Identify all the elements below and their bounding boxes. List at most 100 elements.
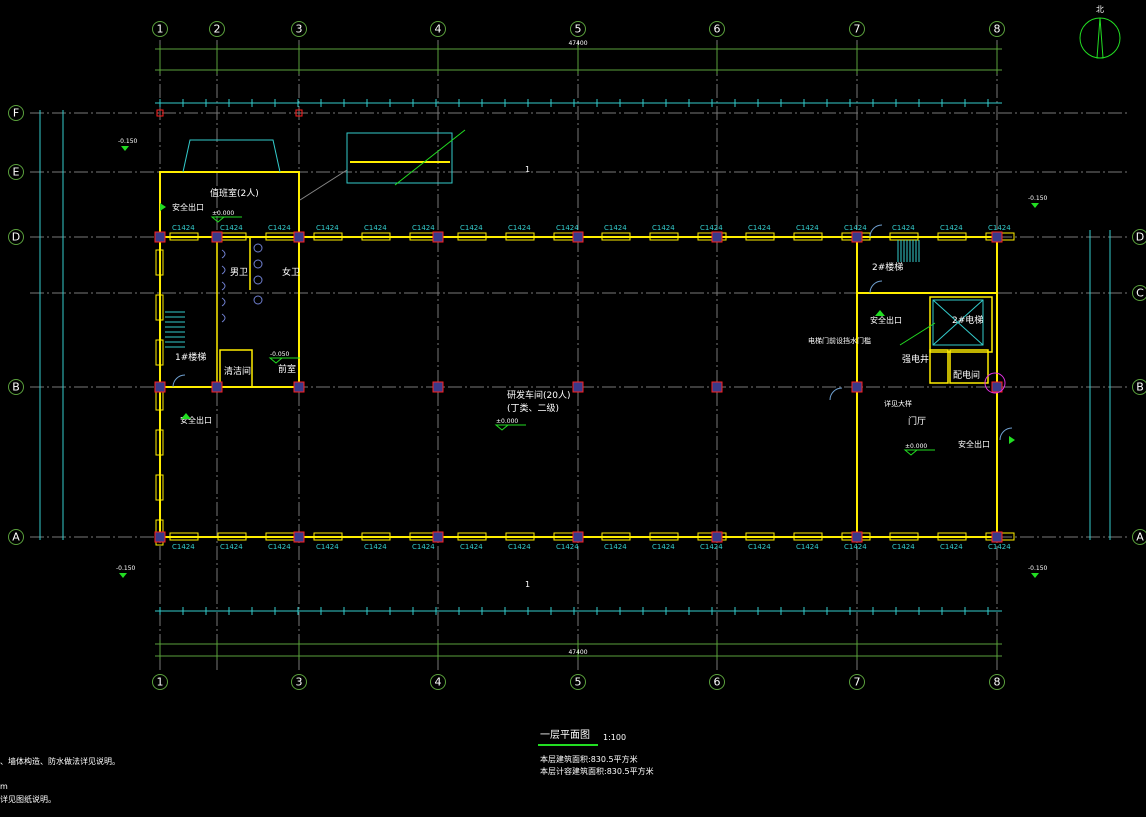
axis-label: 6 [714,23,721,36]
outside-level: -0.150 [1028,565,1048,572]
window-tag: C1424 [604,224,627,232]
room-sublabel: (丁类、二级) [507,402,559,414]
door-swing [999,427,1013,441]
room-label-11: 门厅 [908,415,926,427]
window [361,532,391,541]
axis-bubble [152,21,168,37]
structural-column [851,531,863,543]
axis-label: B [12,381,20,394]
axis-label: D [1136,231,1144,244]
axis-bubble [709,21,725,37]
axis-bubble [152,674,168,690]
structural-column [711,531,723,543]
window-tag: C1424 [364,224,387,232]
window [361,232,391,241]
room-label-9: 强电井 [902,353,929,365]
axis-bubble [291,21,307,37]
axis-bubble [989,674,1005,690]
window-tag: C1424 [220,224,243,232]
room-label-0: 值班室(2人) [210,187,259,199]
window-tag: C1424 [220,543,243,551]
axis-label: F [13,107,19,120]
window-tag: C1424 [796,224,819,232]
axis-bubble [8,529,24,545]
axis-bubble [849,21,865,37]
window [155,249,164,276]
structural-column [851,231,863,243]
annotation-note: 电梯门前设挡水门槛 [808,336,871,345]
level-triangle [268,357,284,364]
exit-label: 安全出口 [870,315,902,325]
axis-bubble [8,229,24,245]
window-tag: C1424 [556,224,579,232]
door-swing [869,224,883,238]
leader-line [899,322,936,346]
axis-label: 1 [157,23,164,36]
axis-bubble [291,674,307,690]
structural-column [432,531,444,543]
urinal-icon [221,297,226,307]
left-note: m [0,782,8,791]
axis-label: 4 [435,676,442,689]
structural-column [156,109,164,117]
window-tag: C1424 [748,543,771,551]
exit-arrow-icon [181,413,191,419]
axis-label: 5 [575,23,582,36]
door-swing [172,374,186,388]
window [155,474,164,501]
axis-bubble [570,674,586,690]
axis-bubble [1132,379,1146,395]
window-tag: C1424 [844,224,867,232]
window-tag: C1424 [172,224,195,232]
level-triangle [1031,203,1039,208]
level-triangle [1031,573,1039,578]
axis-label: B [1136,381,1144,394]
window-tag: C1424 [460,224,483,232]
axis-label: 3 [296,676,303,689]
toilet-icon [253,259,263,269]
window-tag: C1424 [940,543,963,551]
leader-line [394,129,466,186]
window-tag: C1424 [316,224,339,232]
window-tag: C1424 [652,224,675,232]
outside-level: -0.150 [1028,195,1048,202]
axis-bubble [1132,529,1146,545]
room-label-3: 1#楼梯 [175,351,206,363]
structural-column [572,381,584,393]
level-mark: ±0.000 [496,418,518,425]
window [649,532,679,541]
window [793,232,823,241]
window-tag: C1424 [892,224,915,232]
power-room-wall [949,349,989,384]
axis-bubble [849,674,865,690]
window-tag: C1424 [364,543,387,551]
axis-label: 3 [296,23,303,36]
level-mark: ±0.000 [212,210,234,217]
window-tag: C1424 [652,543,675,551]
axis-label: 7 [854,676,861,689]
axis-bubble [989,21,1005,37]
window [313,232,343,241]
structural-column [154,531,166,543]
exit-arrow-icon [160,203,166,211]
window-tag: C1424 [316,543,339,551]
window-tag: C1424 [988,224,1011,232]
room-label-10: 配电间 [953,369,980,381]
window [601,532,631,541]
toilet-icon [253,243,263,253]
outside-level: -0.150 [116,565,136,572]
exit-label: 安全出口 [172,202,204,212]
window-tag: C1424 [508,543,531,551]
axis-bubble [8,105,24,121]
window [793,532,823,541]
outside-level: -0.150 [118,138,138,145]
structural-column [991,231,1003,243]
section-mark: 1 [525,165,530,174]
room-label-5: 前室 [278,363,296,375]
window-tag: C1424 [268,543,291,551]
axis-bubble [8,379,24,395]
window [155,339,164,366]
level-triangle [121,146,129,151]
annex-outline [346,132,453,184]
